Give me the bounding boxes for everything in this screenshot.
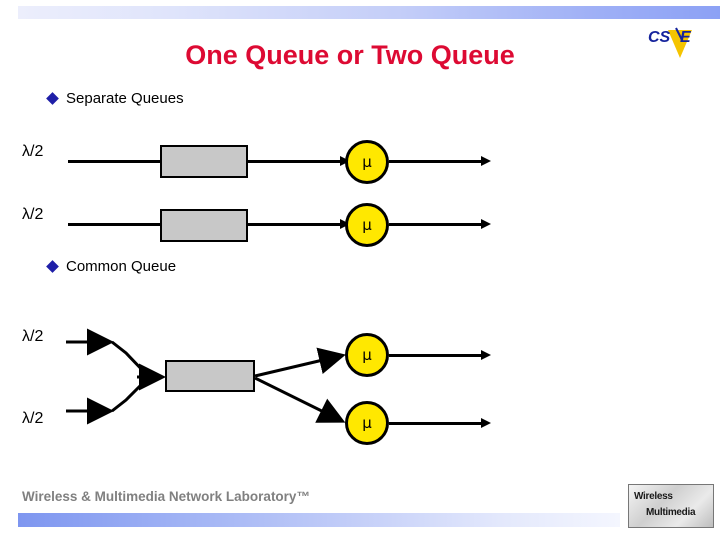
merge-arrow-top-diag bbox=[111, 340, 150, 378]
queue-box-sep-1 bbox=[160, 145, 248, 178]
arrow-head-com-2-out bbox=[481, 418, 491, 428]
arrival-label-com-1: λ/2 bbox=[22, 328, 44, 345]
arrow-line-sep-2-in bbox=[68, 223, 164, 226]
footer-gradient-bar bbox=[18, 513, 620, 527]
header-gradient-bar bbox=[18, 6, 720, 19]
wireless-multimedia-logo: Wireless Multimedia bbox=[628, 484, 714, 528]
arrow-line-com-2-out bbox=[389, 422, 483, 425]
csie-logo-text-right: E bbox=[680, 29, 692, 46]
bullet-item-separate-queues: Separate Queues bbox=[46, 90, 184, 107]
bullet-label: Separate Queues bbox=[66, 90, 184, 107]
arrow-head-sep-2-out bbox=[481, 219, 491, 229]
arrival-label-com-2: λ/2 bbox=[22, 410, 44, 427]
footer-lab-name: Wireless & Multimedia Network Laboratory… bbox=[22, 489, 310, 504]
footer-logo-line-1: Wireless bbox=[634, 491, 673, 502]
arrow-line-sep-1-in bbox=[68, 160, 164, 163]
server-circle-com-1: μ bbox=[345, 333, 389, 377]
server-label: μ bbox=[362, 152, 372, 171]
arrow-line-sep-1-out bbox=[389, 160, 483, 163]
split-arrow-to-server-2 bbox=[254, 376, 346, 423]
server-circle-sep-1: μ bbox=[345, 140, 389, 184]
server-circle-com-2: μ bbox=[345, 401, 389, 445]
csie-logo: CS E bbox=[640, 22, 710, 62]
bullet-item-common-queue: Common Queue bbox=[46, 258, 177, 275]
split-arrow-to-server-1 bbox=[254, 347, 346, 378]
merge-arrow-bottom-diag bbox=[111, 376, 150, 413]
bullet-label: Common Queue bbox=[66, 258, 177, 275]
arrow-head-sep-1-out bbox=[481, 156, 491, 166]
diamond-bullet-icon bbox=[46, 260, 59, 273]
arrow-line-sep-2-out bbox=[389, 223, 483, 226]
arrow-line-com-1-out bbox=[389, 354, 483, 357]
csie-logo-text-left: CS bbox=[648, 29, 671, 46]
arrival-label-sep-2: λ/2 bbox=[22, 206, 44, 223]
footer-logo-line-2: Multimedia bbox=[646, 507, 696, 518]
arrow-line-sep-1-mid bbox=[248, 160, 346, 163]
server-label: μ bbox=[362, 215, 372, 234]
queue-box-sep-2 bbox=[160, 209, 248, 242]
arrow-head-com-1-out bbox=[481, 350, 491, 360]
server-circle-sep-2: μ bbox=[345, 203, 389, 247]
queue-box-common bbox=[165, 360, 255, 392]
server-label: μ bbox=[362, 345, 372, 364]
server-label: μ bbox=[362, 413, 372, 432]
diamond-bullet-icon bbox=[46, 92, 59, 105]
arrival-label-sep-1: λ/2 bbox=[22, 143, 44, 160]
arrow-line-sep-2-mid bbox=[248, 223, 346, 226]
page-title: One Queue or Two Queue bbox=[185, 40, 515, 70]
